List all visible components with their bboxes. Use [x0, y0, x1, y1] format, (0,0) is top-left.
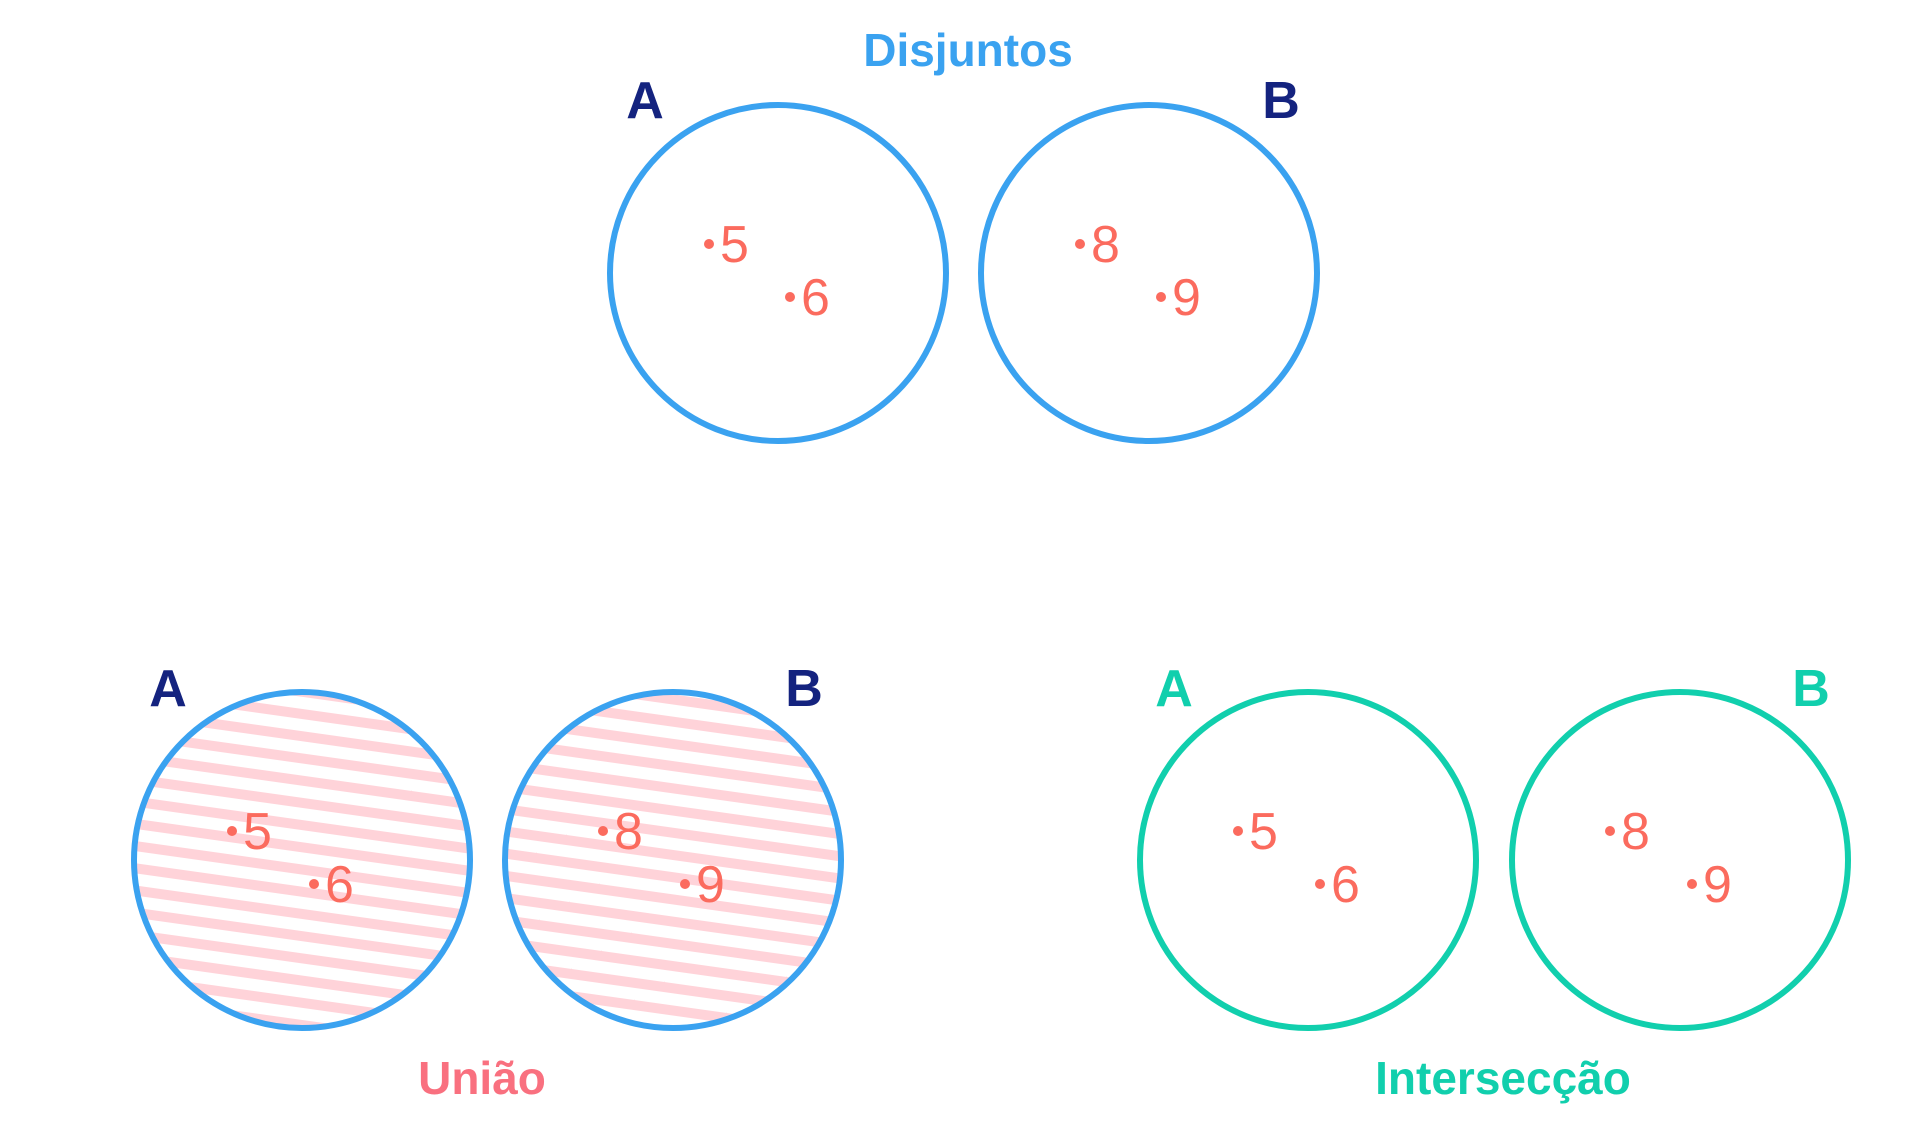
element-9: 9: [696, 856, 725, 914]
set-a-circle: [607, 102, 949, 444]
set-a-label: A: [1155, 660, 1193, 718]
element-5: 5: [243, 803, 272, 861]
element-8: 8: [1621, 803, 1650, 861]
uniao-diagram: A 5 6 B 8 9 União: [131, 660, 844, 1104]
disjuntos-diagram: Disjuntos A 5 6 B 8 9: [607, 24, 1320, 444]
element-5: 5: [1249, 803, 1278, 861]
set-b-label: B: [1262, 72, 1300, 130]
disjuntos-title: Disjuntos: [863, 24, 1073, 76]
uniao-caption: União: [418, 1052, 546, 1104]
element-dot: [785, 292, 795, 302]
set-b-label: B: [785, 660, 823, 718]
element-dot: [1687, 879, 1697, 889]
set-a-label: A: [626, 72, 664, 130]
element-dot: [598, 826, 608, 836]
element-8: 8: [1091, 216, 1120, 274]
element-6: 6: [1331, 856, 1360, 914]
element-6: 6: [801, 269, 830, 327]
set-a-circle-shaded: [131, 689, 473, 1031]
element-6: 6: [325, 856, 354, 914]
set-b-label: B: [1792, 660, 1830, 718]
set-a-label: A: [149, 660, 187, 718]
element-dot: [680, 879, 690, 889]
element-5: 5: [720, 216, 749, 274]
element-dot: [1605, 826, 1615, 836]
element-dot: [1075, 239, 1085, 249]
element-8: 8: [614, 803, 643, 861]
element-dot: [704, 239, 714, 249]
set-b-circle: [978, 102, 1320, 444]
set-a-circle: [1137, 689, 1479, 1031]
element-9: 9: [1703, 856, 1732, 914]
interseccao-diagram: A 5 6 B 8 9 Intersecção: [1137, 660, 1851, 1104]
element-dot: [1315, 879, 1325, 889]
set-b-circle-shaded: [502, 689, 844, 1031]
element-dot: [227, 826, 237, 836]
element-9: 9: [1172, 269, 1201, 327]
element-dot: [309, 879, 319, 889]
interseccao-caption: Intersecção: [1375, 1052, 1631, 1104]
element-dot: [1156, 292, 1166, 302]
element-dot: [1233, 826, 1243, 836]
set-b-circle: [1509, 689, 1851, 1031]
